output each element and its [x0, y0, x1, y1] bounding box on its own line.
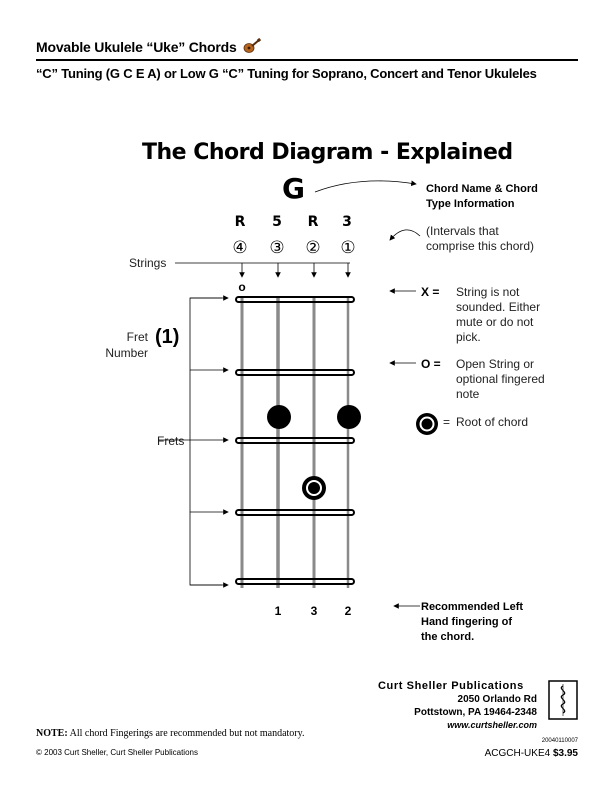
- fret-line: [235, 437, 355, 444]
- root-legend-icon: [416, 413, 438, 435]
- fingering-number: 1: [274, 604, 282, 618]
- interval-label: R: [307, 214, 319, 230]
- product-code: ACGCH-UKE4: [484, 748, 551, 759]
- fret-number-label-line: Fret: [126, 330, 148, 344]
- publisher-website: www.curtsheller.com: [447, 720, 537, 730]
- fret-line: [235, 296, 355, 303]
- product-info: ACGCH-UKE4 $3.95: [450, 748, 578, 759]
- annotation-line: comprise this chord): [426, 239, 535, 253]
- catalog-number: 20040110007: [541, 738, 578, 744]
- legend-line: mute or do not: [456, 315, 534, 329]
- header-title: Movable Ukulele “Uke” Chords: [36, 37, 262, 57]
- x-key-label: X =: [421, 285, 440, 299]
- legend-line: Open String or: [456, 357, 535, 371]
- fret-number-value: (1): [155, 326, 180, 348]
- note-label: NOTE:: [36, 728, 68, 739]
- fret-number-label-line: Number: [105, 346, 148, 360]
- string-number: ④: [232, 238, 248, 258]
- annotation-line: Hand fingering of: [421, 616, 513, 628]
- root-key-description: Root of chord: [456, 415, 529, 429]
- fingering-annotation: Recommended Left Hand fingering of the c…: [421, 600, 523, 645]
- frets-label: Frets: [157, 434, 185, 448]
- interval-label: 5: [272, 214, 282, 230]
- legend-line: note: [456, 387, 480, 401]
- interval-label: 3: [342, 214, 352, 230]
- strings-label: Strings: [129, 256, 167, 270]
- chord-name-arrow: [314, 180, 417, 193]
- copyright: © 2003 Curt Sheller, Curt Sheller Public…: [36, 748, 198, 757]
- fret-line: [235, 509, 355, 516]
- legend-line: sounded. Either: [456, 300, 541, 314]
- diagram-title: The Chord Diagram - Explained: [142, 140, 513, 165]
- publisher-name: Curt Sheller Publications: [378, 680, 524, 692]
- legend-line: optional fingered: [456, 372, 545, 386]
- fret-number-label: Fret Number: [96, 329, 148, 361]
- finger-dot: [337, 405, 361, 429]
- fret-line: [235, 578, 355, 585]
- interval-label: R: [234, 214, 246, 230]
- annotation-line: Type Information: [426, 198, 515, 210]
- publisher-address1: 2050 Orlando Rd: [457, 694, 537, 705]
- annotation-line: Recommended Left: [421, 601, 524, 613]
- annotation-line: Chord Name & Chord: [426, 183, 538, 195]
- o-key-description: Open String or optional fingered note: [456, 357, 545, 402]
- root-legend-icon-ring: [419, 416, 435, 432]
- string-number: ①: [340, 238, 356, 258]
- root-key-label: =: [443, 415, 451, 429]
- publisher-logo-icon: [548, 680, 578, 720]
- chord-name-annotation: Chord Name & Chord Type Information: [426, 182, 538, 212]
- root-dot: [302, 476, 326, 500]
- intervals-arrow: [389, 229, 421, 241]
- root-dot-ring: [306, 480, 322, 496]
- note-text: All chord Fingerings are recommended but…: [69, 728, 305, 739]
- finger-dot: [267, 405, 291, 429]
- frets-bracket: [189, 297, 222, 586]
- publisher-address2: Pottstown, PA 19464-2348: [414, 707, 537, 718]
- header-rule: [36, 59, 578, 61]
- chord-name: G: [282, 172, 305, 205]
- header-subtitle: “C” Tuning (G C E A) or Low G “C” Tuning…: [36, 66, 537, 81]
- annotation-line: (Intervals that: [426, 224, 499, 238]
- fret-line: [235, 369, 355, 376]
- string-number: ③: [269, 238, 285, 258]
- open-string-marker: o: [238, 280, 246, 294]
- o-key-label: O =: [421, 357, 441, 371]
- string-number: ②: [305, 238, 321, 258]
- x-key-description: String is not sounded. Either mute or do…: [456, 285, 540, 345]
- footer-note: NOTE: All chord Fingerings are recommend…: [36, 728, 304, 739]
- legend-line: pick.: [456, 330, 481, 344]
- legend-line: String is not: [456, 285, 520, 299]
- header-title-text: Movable Ukulele “Uke” Chords: [36, 39, 237, 55]
- price: $3.95: [552, 748, 578, 759]
- annotation-line: the chord.: [421, 631, 475, 643]
- fingering-number: 3: [310, 604, 318, 618]
- intervals-annotation: (Intervals that comprise this chord): [426, 224, 534, 254]
- ukulele-icon: [243, 37, 262, 57]
- fingering-number: 2: [344, 604, 352, 618]
